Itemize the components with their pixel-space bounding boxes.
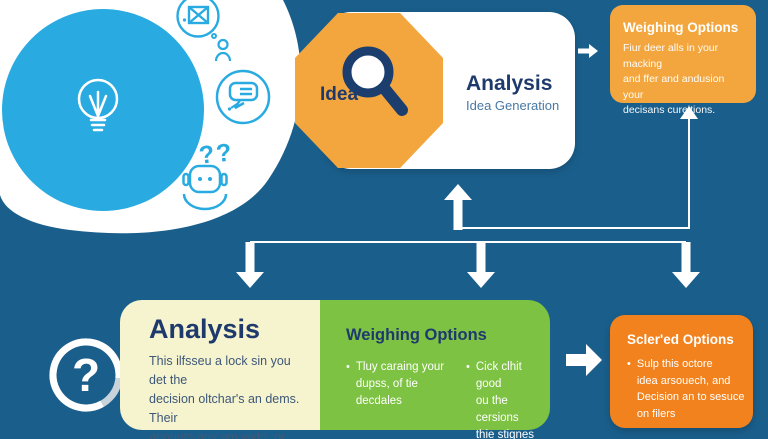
arrow-right-small-icon — [578, 44, 598, 58]
connector-line — [250, 241, 686, 243]
weighing-options-bottom-card: Weighing Options • Tluy caraing your dup… — [320, 300, 550, 439]
octagon-label: Idea — [320, 84, 359, 105]
bullet-item: • Cick clhit good ou the cersions thie s… — [466, 359, 540, 439]
bullet-line: ou the cersions — [475, 395, 519, 424]
selected-options-card: Scler'ed Options • Sulp this octore idea… — [610, 315, 753, 428]
card-title: Analysis — [149, 314, 261, 344]
card-body-line: and ffer and andusion your — [623, 73, 725, 101]
bullet-line: idea arsouech, and — [636, 374, 731, 387]
arrow-up-icon — [444, 184, 472, 230]
question-badge-glyph: ? — [72, 349, 100, 401]
card-body-line: decision oltchar's an dems. Their — [149, 392, 300, 425]
bullet-line: Cick clhit good — [475, 361, 522, 390]
arrow-up-small-icon — [680, 106, 698, 119]
bullet-marker: • — [346, 361, 350, 373]
bullet-item: • Tluy caraing your dupss, of tie decdal… — [346, 359, 448, 439]
robot-icon — [182, 164, 228, 211]
bullet-line: Sulp this octore — [636, 358, 713, 370]
bullet-line: on filers — [636, 407, 676, 420]
dot-icon — [211, 33, 217, 39]
bullet-line: dupss, of tie decdales — [355, 378, 418, 407]
person-icon — [214, 38, 232, 62]
idea-circle — [2, 9, 204, 211]
bullet-marker: • — [627, 358, 631, 370]
bullet-item: • Sulp this octore idea arsouech, and De… — [627, 356, 745, 422]
card-body-line: Fiur deer alls in your macking — [623, 42, 719, 70]
magnifier-icon — [342, 46, 408, 116]
card-body-line: anouuts any am widg, or vieur — [149, 430, 286, 439]
chat-icon — [215, 69, 271, 125]
lightbulb-icon — [77, 78, 119, 132]
arrow-right-icon — [566, 344, 602, 376]
bullet-line: Decision an to sesuce — [636, 391, 745, 403]
arrow-down-icon — [236, 242, 264, 288]
process-subtitle: Idea Generation — [466, 98, 560, 113]
connector-line — [458, 227, 690, 229]
card-title: Weighing Options — [623, 20, 739, 35]
arrow-down-icon — [672, 242, 700, 288]
bullet-marker: • — [466, 361, 470, 373]
connector-line — [688, 118, 690, 229]
card-title: Weighing Options — [346, 326, 487, 344]
bullet-line: Tluy caraing your — [355, 361, 445, 373]
arrow-down-icon — [467, 242, 495, 288]
question-badge-icon: ? — [49, 338, 123, 412]
card-body-line: This ilfsseu a lock sin you det the — [149, 354, 291, 387]
bullet-line: thie stignes — [475, 429, 535, 439]
weighing-options-top-card: Weighing Options Fiur deer alls in your … — [610, 5, 756, 116]
card-title: Scler'ed Options — [627, 332, 734, 347]
analysis-card: Analysis This ilfsseu a lock sin you det… — [120, 300, 320, 439]
envelope-icon — [176, 0, 220, 38]
process-title: Analysis — [466, 72, 553, 95]
